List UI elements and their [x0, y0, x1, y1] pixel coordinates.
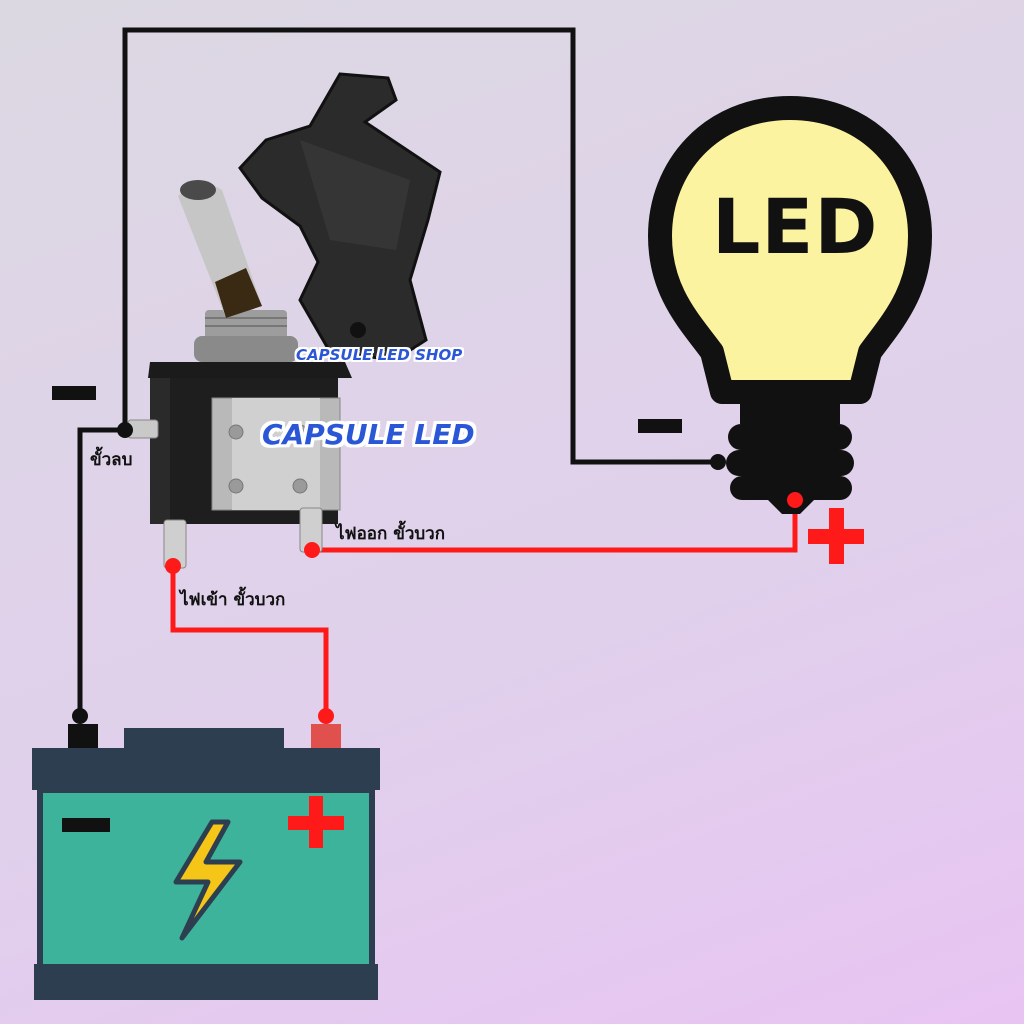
node-battery-positive [318, 708, 334, 724]
negative-terminal-label: ขั้วลบ [90, 450, 133, 470]
battery-plus-icon [288, 796, 344, 848]
toggle-switch [127, 72, 442, 569]
positive-wire-output [312, 500, 798, 553]
switch-minus-icon [52, 386, 96, 400]
node-switch-negative [117, 422, 133, 438]
node-switch-output [304, 542, 320, 558]
battery-minus-icon [62, 818, 110, 832]
brand-shop-text: CAPSULE LED SHOP [296, 346, 463, 364]
negative-wire-bulb [122, 27, 718, 465]
positive-wire-input [170, 566, 329, 716]
node-switch-input [165, 558, 181, 574]
bulb-minus-icon [638, 419, 682, 433]
input-positive-label: ไฟเข้า ขั้วบวก [180, 590, 286, 610]
node-bulb-negative [710, 454, 726, 470]
output-positive-label: ไฟออก ขั้วบวก [336, 524, 446, 544]
battery [32, 724, 380, 1000]
node-battery-negative [72, 708, 88, 724]
led-bulb [648, 96, 932, 514]
lightning-bolt-icon [173, 819, 243, 941]
brand-name-text: CAPSULE LED [262, 418, 475, 451]
node-bulb-positive [787, 492, 803, 508]
bulb-plus-icon [808, 508, 864, 564]
bulb-label: LED [712, 182, 879, 271]
